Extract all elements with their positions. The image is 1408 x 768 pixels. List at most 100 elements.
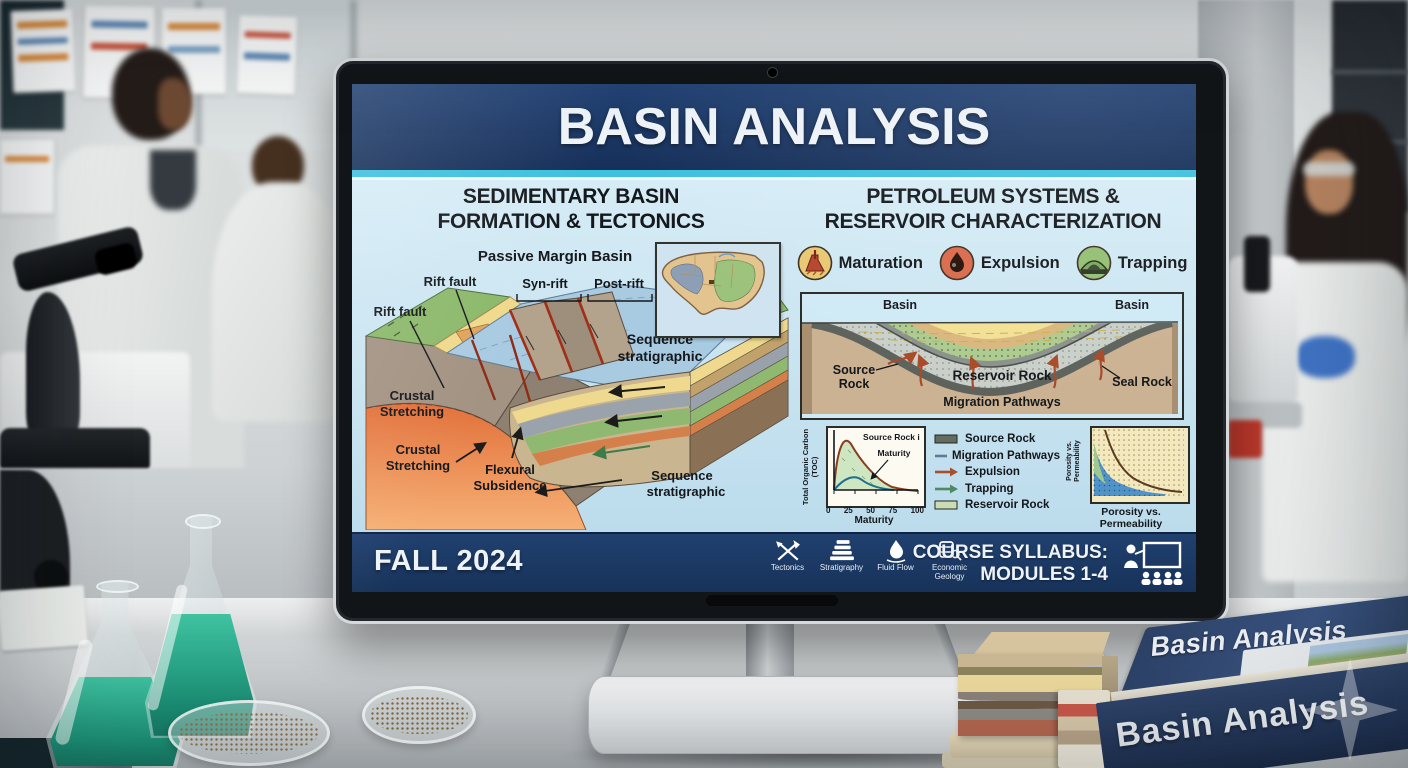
legend-label: Reservoir Rock	[965, 499, 1050, 512]
left-heading-line1: SEDIMENTARY BASIN	[462, 185, 680, 208]
legend-row-source-rock: Source Rock	[934, 431, 1060, 448]
course-syllabus-text: COURSE SYLLABUS: MODULES 1-4	[913, 542, 1108, 586]
strat-block-top-face	[970, 632, 1110, 658]
toc-chart-plot: Source Rock in Maturity	[833, 430, 925, 494]
scientist-right-face	[1305, 150, 1353, 214]
lecture-presentation-icon	[1120, 541, 1184, 592]
legend-row-migration: Migration Pathways	[934, 448, 1060, 465]
microscope-right-eyepiece	[1244, 236, 1270, 292]
source-rock-swatch	[934, 434, 958, 444]
svg-text:Crustal: Crustal	[390, 388, 435, 403]
paper-stack	[0, 585, 88, 651]
left-panel-heading: SEDIMENTARY BASIN FORMATION & TECTONICS	[352, 184, 790, 234]
term-label: FALL 2024	[374, 545, 524, 577]
us-map-icon	[657, 244, 775, 332]
tick-25: 25	[843, 506, 853, 515]
petroleum-process-icons: Maturation Expulsion Trapping	[797, 245, 1187, 281]
porosity-chart-caption: Porosity vs. Permeability	[1099, 506, 1163, 530]
slide-header-bar: BASIN ANALYSIS	[352, 84, 1196, 170]
porosity-chart-panel	[1090, 426, 1190, 504]
label-sequence-stratigraphic-lower: Sequence stratigraphic	[647, 468, 726, 499]
bezel-speaker-slot	[706, 595, 838, 606]
wall-poster	[162, 8, 226, 94]
module-label: Stratigraphy	[819, 563, 864, 572]
petri-dish-sediment	[362, 686, 476, 744]
legend-row-reservoir-rock: Reservoir Rock	[934, 497, 1060, 514]
legend-row-trapping: Trapping	[934, 481, 1060, 498]
right-heading-line2: RESERVOIR CHARACTERIZATION	[824, 210, 1162, 233]
red-box	[1228, 420, 1262, 458]
syllabus-line1: COURSE SYLLABUS:	[912, 542, 1108, 563]
slide-title: BASIN ANALYSIS	[557, 98, 991, 156]
label-post-rift: Post-rift	[594, 276, 645, 291]
wall-poster	[10, 8, 76, 94]
legend-label: Expulsion	[965, 466, 1020, 479]
porosity-chart-plot	[1092, 428, 1184, 498]
svg-text:Source: Source	[833, 363, 875, 377]
tick-0: 0	[826, 506, 831, 515]
monitor-screen: BASIN ANALYSIS SEDIMENTARY BASIN FORMATI…	[352, 84, 1196, 592]
toc-chart-panel: Source Rock in Maturity	[826, 426, 926, 508]
module-tectonics: Tectonics	[764, 539, 811, 582]
us-sedimentary-basins-map	[655, 242, 781, 338]
svg-text:stratigraphic: stratigraphic	[618, 348, 703, 364]
wall-poster	[236, 15, 298, 95]
petroleum-basin-cross-section: Basin Basin Source Rock Reservoir Rock S…	[800, 292, 1184, 420]
reservoir-rock-swatch	[934, 500, 958, 510]
water-drop-icon	[886, 540, 905, 563]
slide-footer-bar: FALL 2024 Tectonics Stratigraphy	[352, 532, 1196, 592]
module-fluid-flow: Fluid Flow	[872, 539, 919, 582]
barrel-magnifier-icon	[938, 541, 962, 561]
legend-label: Migration Pathways	[952, 449, 1060, 462]
toc-x-ticks: 0 25 50 75 100	[826, 506, 924, 515]
toc-y-axis-label: Total Organic Carbon (TOC)	[801, 428, 819, 506]
porosity-permeability-chart: Porosity vs. Permeability	[1064, 424, 1192, 530]
right-heading-line1: PETROLEUM SYSTEMS &	[866, 185, 1120, 208]
crossed-rock-hammers-icon	[775, 540, 800, 561]
maturation-flask-icon	[797, 245, 832, 281]
legend-label: Trapping	[965, 482, 1014, 495]
module-economic-geology: Economic Geology	[926, 539, 973, 582]
syllabus-line2: MODULES 1-4	[980, 564, 1108, 585]
process-label: Trapping	[1117, 253, 1188, 272]
safety-glasses	[1303, 162, 1355, 176]
expulsion-arrow-swatch	[935, 467, 958, 477]
process-trapping: Trapping	[1076, 245, 1188, 281]
label-crustal-stretching-upper: Crustal Stretching	[380, 388, 444, 419]
module-label: Economic Geology	[931, 563, 968, 581]
svg-text:Stretching: Stretching	[386, 458, 450, 473]
label-reservoir-rock: Reservoir Rock	[952, 368, 1052, 383]
microscope-left-base	[0, 428, 150, 474]
toc-annotation: Source Rock in Maturity	[863, 432, 925, 458]
trapping-arrow-swatch	[935, 484, 958, 494]
svg-text:Source Rock in: Source Rock in	[863, 432, 920, 442]
tick-75: 75	[888, 506, 898, 515]
module-stratigraphy: Stratigraphy	[818, 539, 865, 582]
petri-dish-sediment	[168, 700, 330, 766]
porosity-y-axis-label: Porosity vs. Permeability	[1066, 440, 1082, 482]
svg-text:Flexural: Flexural	[485, 462, 535, 477]
scientist-left-face	[158, 78, 192, 130]
label-passive-margin-basin: Passive Margin Basin	[478, 248, 632, 265]
module-label: Fluid Flow	[877, 563, 914, 572]
svg-text:Subsidence: Subsidence	[474, 478, 547, 493]
accent-stripe-white	[352, 177, 1196, 180]
legend-row-expulsion: Expulsion	[934, 464, 1060, 481]
strata-stack-icon	[829, 540, 854, 561]
blue-nitrile-glove	[1295, 336, 1355, 378]
label-basin-left: Basin	[883, 298, 917, 312]
right-panel-heading: PETROLEUM SYSTEMS & RESERVOIR CHARACTERI…	[790, 184, 1196, 234]
bench-shadow-corner	[0, 738, 132, 768]
oil-drop-icon	[939, 245, 975, 281]
left-heading-line2: FORMATION & TECTONICS	[437, 210, 705, 233]
shelf-edge	[1332, 70, 1408, 74]
basin-cross-section-drawing: Basin Basin Source Rock Reservoir Rock S…	[801, 294, 1179, 414]
scientist-middle-labcoat	[212, 182, 344, 422]
svg-text:Rock: Rock	[839, 377, 870, 391]
process-maturation: Maturation	[797, 245, 923, 281]
module-icon-row: Tectonics Stratigraphy Fluid Flow	[764, 539, 973, 582]
label-flexural-subsidence: Flexural Subsidence	[474, 462, 547, 493]
wall-poster	[0, 140, 54, 214]
label-syn-rift: Syn-rift	[522, 276, 568, 291]
